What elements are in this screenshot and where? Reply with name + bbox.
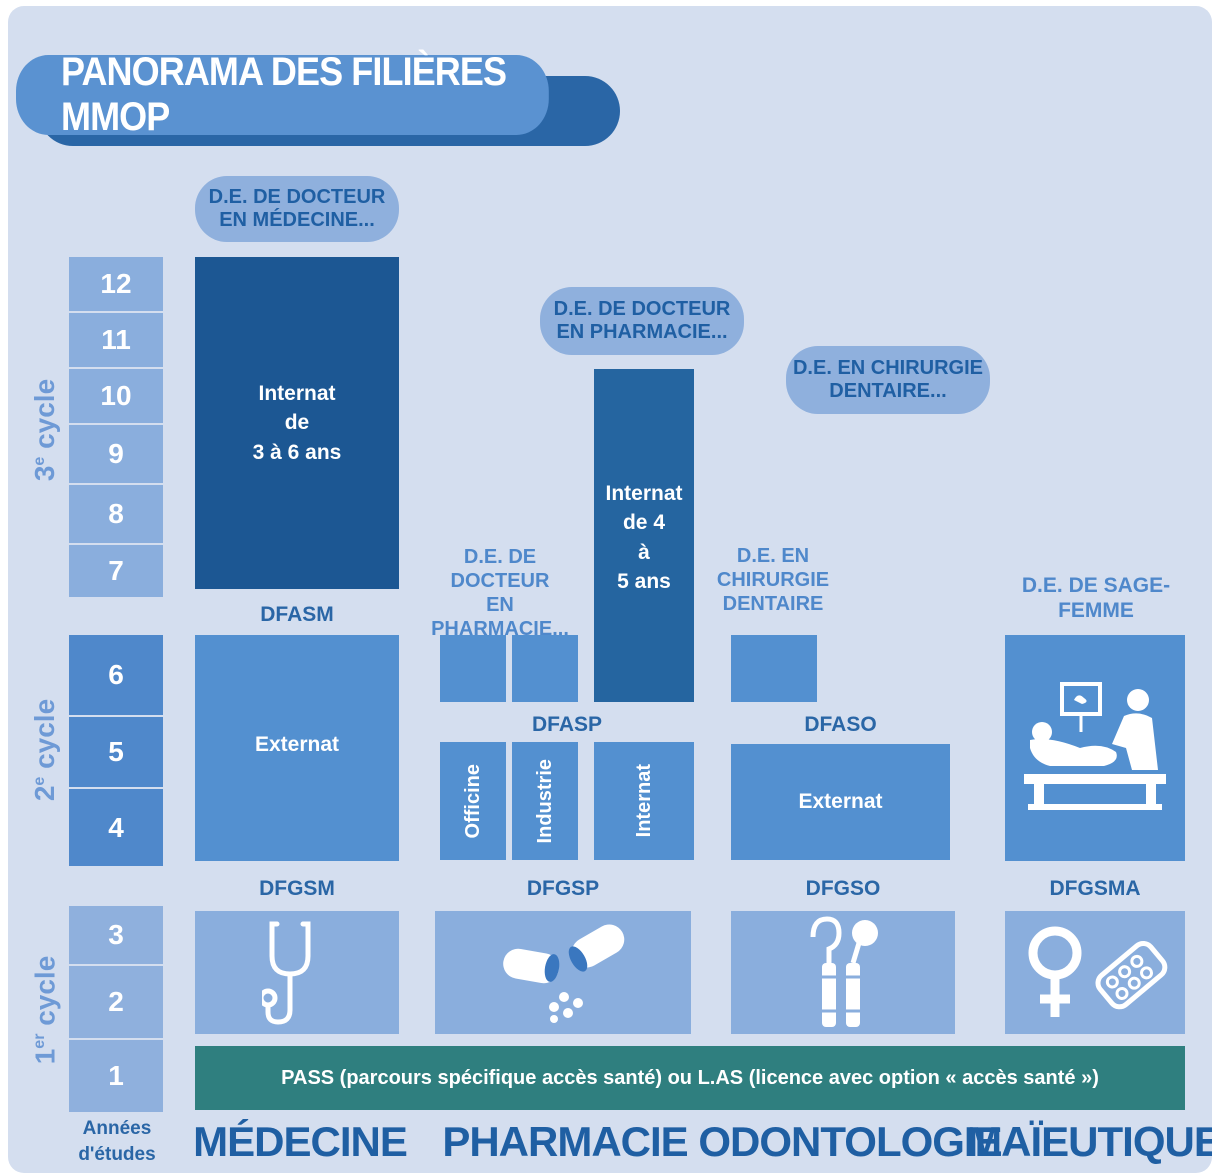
dfaso-label: DFASO: [804, 713, 877, 736]
year-7: 7: [69, 545, 163, 597]
degree-odontologie-pill: D.E. EN CHIRURGIE DENTAIRE...: [786, 346, 990, 414]
internat-pharmacie: Internat de 4 à 5 ans: [594, 369, 694, 702]
year-4: 4: [69, 789, 163, 866]
cycle-2-label: 2e cycle: [29, 698, 60, 802]
pharmacie-block-industrie: [512, 635, 578, 702]
degree-odontologie-side: D.E. EN CHIRURGIE DENTAIRE: [716, 545, 830, 615]
year-11: 11: [69, 313, 163, 367]
pills-tile: [435, 911, 691, 1034]
industrie-track: Industrie: [512, 742, 578, 860]
dfasm-label: DFASM: [260, 603, 334, 626]
officine-track: Officine: [440, 742, 506, 860]
year-2: 2: [69, 966, 163, 1038]
venus-pills-tile: [1005, 911, 1185, 1034]
dental-tools-tile: [731, 911, 955, 1034]
year-12: 12: [69, 257, 163, 311]
year-5: 5: [69, 717, 163, 787]
year-9: 9: [69, 425, 163, 483]
venus-pills-icon: [1028, 926, 1168, 1017]
dfgso-label: DFGSO: [805, 877, 881, 900]
cycle-3-label: 3e cycle: [29, 378, 60, 482]
pharmacie-block-officine: [440, 635, 506, 702]
years-caption: Années d'études: [78, 1118, 156, 1165]
pass-bar: PASS (parcours spécifique accès santé) o…: [195, 1046, 1185, 1110]
year-10: 10: [69, 369, 163, 423]
year-3: 3: [69, 906, 163, 964]
ultrasound-tile: [1005, 635, 1185, 861]
domain-odontologie: ODONTOLOGIE: [698, 1118, 1002, 1165]
ultrasound-icon: [1024, 682, 1166, 810]
externat-medecine: Externat: [195, 635, 399, 861]
domain-medecine: MÉDECINE: [193, 1118, 408, 1165]
odontologie-block: [731, 635, 817, 702]
dental-tools-icon: [810, 916, 878, 1027]
dfgsm-label: DFGSM: [259, 877, 335, 900]
year-8: 8: [69, 485, 163, 543]
dfgsma-label: DFGSMA: [1049, 877, 1141, 900]
internat-medecine: Internat de 3 à 6 ans: [195, 257, 399, 589]
degree-maieutique: D.E. DE SAGE-FEMME: [1021, 573, 1171, 622]
degree-pharmacie-side: D.E. DE DOCTEUR EN PHARMACIE...: [431, 546, 569, 640]
dfgsp-label: DFGSP: [526, 877, 600, 900]
domain-maieutique: MAÏEUTIQUE: [967, 1118, 1212, 1165]
degree-pharmacie-pill: D.E. DE DOCTEUR EN PHARMACIE...: [540, 287, 744, 355]
degree-medecine-pill: D.E. DE DOCTEUR EN MÉDECINE...: [195, 176, 399, 242]
cycle-1-label: 1er cycle: [29, 955, 60, 1065]
pills-icon: [503, 924, 625, 1023]
year-6: 6: [69, 635, 163, 715]
year-1: 1: [69, 1040, 163, 1112]
stethoscope-tile: [195, 911, 399, 1034]
internat-track: Internat: [594, 742, 694, 860]
page-title: PANORAMA DES FILIÈRES MMOP: [16, 50, 549, 139]
externat-odontologie: Externat: [731, 744, 950, 860]
stethoscope-icon: [262, 921, 311, 1025]
dfasp-label: DFASP: [531, 713, 602, 736]
domain-pharmacie: PHARMACIE: [442, 1118, 688, 1165]
